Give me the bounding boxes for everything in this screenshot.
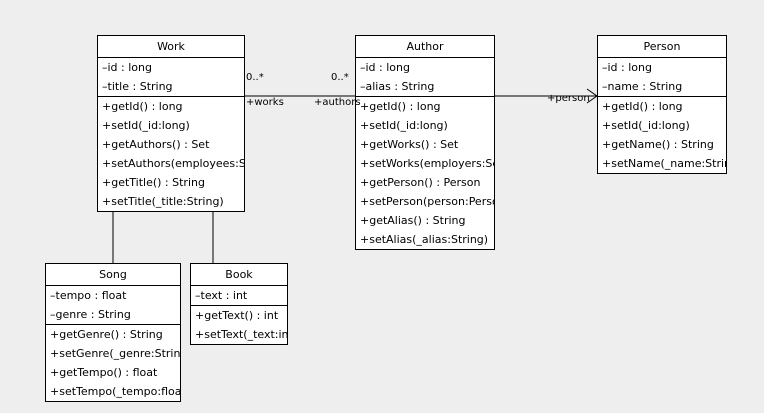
class-attributes-song: –tempo : float –genre : String (46, 286, 180, 325)
method-row: +getTempo() : float (50, 366, 158, 379)
method-row: +setWorks(employers:Set) (360, 157, 494, 170)
method-row: +setId(_id:long) (360, 119, 448, 132)
class-box-work[interactable]: Work –id : long –title : String +getId()… (97, 35, 245, 212)
attribute-row: –id : long (602, 61, 652, 74)
method-row: +getPerson() : Person (360, 176, 481, 189)
class-methods-book: +getText() : int +setText(_text:int) (191, 306, 287, 344)
class-attributes-book: –text : int (191, 286, 287, 306)
method-row: +getId() : long (360, 100, 441, 113)
method-row: +setTitle(_title:String) (102, 195, 224, 208)
method-row: +getId() : long (602, 100, 683, 113)
method-row: +getTitle() : String (102, 176, 205, 189)
method-row: +getWorks() : Set (360, 138, 459, 151)
class-attributes-author: –id : long –alias : String (356, 58, 494, 97)
class-box-book[interactable]: Book –text : int +getText() : int +setTe… (190, 263, 288, 345)
class-methods-song: +getGenre() : String +setGenre(_genre:St… (46, 325, 180, 401)
method-row: +setText(_text:int) (195, 328, 287, 341)
attribute-row: –tempo : float (50, 289, 127, 302)
method-row: +setGenre(_genre:String) (50, 347, 180, 360)
method-row: +setAuthors(employees:Set) (102, 157, 244, 170)
class-name-work: Work (98, 36, 244, 58)
class-methods-person: +getId() : long +setId(_id:long) +getNam… (598, 97, 726, 173)
attribute-row: –name : String (602, 80, 683, 93)
method-row: +setTempo(_tempo:float) (50, 385, 180, 398)
method-row: +getAlias() : String (360, 214, 466, 227)
attribute-row: –id : long (102, 61, 152, 74)
attribute-row: –text : int (195, 289, 248, 302)
class-box-author[interactable]: Author –id : long –alias : String +getId… (355, 35, 495, 250)
attribute-row: –alias : String (360, 80, 435, 93)
method-row: +setPerson(person:Person) (360, 195, 494, 208)
class-box-person[interactable]: Person –id : long –name : String +getId(… (597, 35, 727, 174)
class-methods-work: +getId() : long +setId(_id:long) +getAut… (98, 97, 244, 211)
role-label-authors: +authors (314, 97, 361, 108)
attribute-row: –title : String (102, 80, 173, 93)
class-name-person: Person (598, 36, 726, 58)
method-row: +setAlias(_alias:String) (360, 233, 489, 246)
method-row: +getGenre() : String (50, 328, 163, 341)
attribute-row: –genre : String (50, 308, 131, 321)
class-attributes-person: –id : long –name : String (598, 58, 726, 97)
method-row: +getText() : int (195, 309, 279, 322)
role-label-person: +person (547, 93, 590, 104)
method-row: +setId(_id:long) (602, 119, 690, 132)
method-row: +setName(_name:String) (602, 157, 726, 170)
multiplicity-author-end: 0..* (331, 72, 349, 83)
role-label-works: +works (246, 97, 284, 108)
method-row: +getId() : long (102, 100, 183, 113)
class-attributes-work: –id : long –title : String (98, 58, 244, 97)
class-name-song: Song (46, 264, 180, 286)
attribute-row: –id : long (360, 61, 410, 74)
method-row: +setId(_id:long) (102, 119, 190, 132)
class-methods-author: +getId() : long +setId(_id:long) +getWor… (356, 97, 494, 249)
class-box-song[interactable]: Song –tempo : float –genre : String +get… (45, 263, 181, 402)
method-row: +getAuthors() : Set (102, 138, 210, 151)
method-row: +getName() : String (602, 138, 714, 151)
class-name-author: Author (356, 36, 494, 58)
multiplicity-work-end: 0..* (246, 72, 264, 83)
class-name-book: Book (191, 264, 287, 286)
